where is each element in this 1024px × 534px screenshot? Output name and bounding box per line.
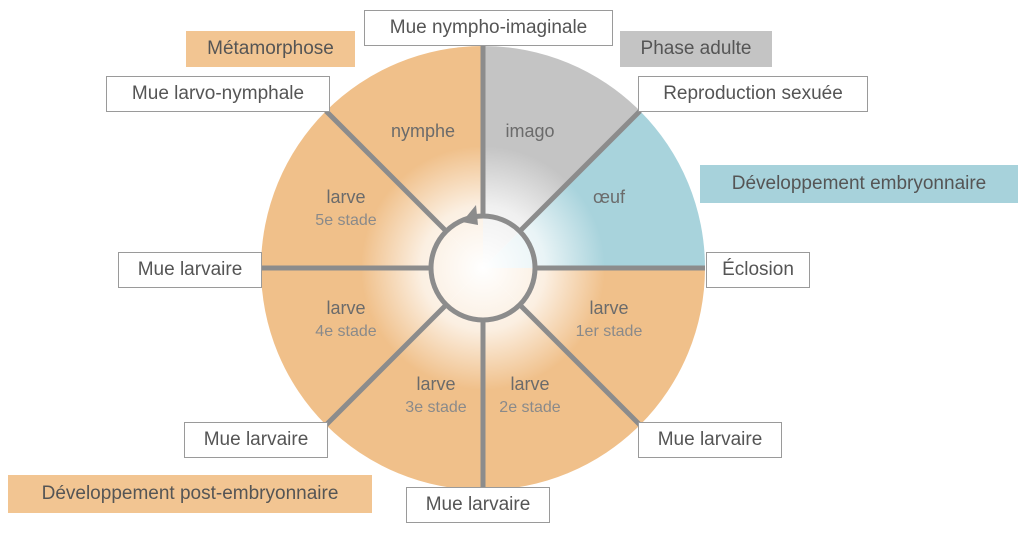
label-larve-3: larve xyxy=(416,374,455,394)
label-oeuf: œuf xyxy=(593,187,626,207)
event-mue-larvaire-bas-gauche: Mue larvaire xyxy=(184,422,328,458)
event-reproduction-sexuee: Reproduction sexuée xyxy=(638,76,868,112)
event-mue-larvo-nymphale: Mue larvo-nymphale xyxy=(106,76,330,112)
label-larve-2-stade: 2e stade xyxy=(499,399,560,416)
phase-adulte: Phase adulte xyxy=(620,31,772,67)
event-mue-larvaire-bas: Mue larvaire xyxy=(406,487,550,523)
label-imago: imago xyxy=(505,121,554,141)
label-larve-1: larve xyxy=(589,298,628,318)
label-larve-3-stade: 3e stade xyxy=(405,399,466,416)
phase-embryonnaire: Développement embryonnaire xyxy=(700,165,1018,203)
label-larve-4: larve xyxy=(326,298,365,318)
event-mue-nympho-imaginale: Mue nympho-imaginale xyxy=(364,10,613,46)
phase-metamorphose: Métamorphose xyxy=(186,31,355,67)
cycle-arrow-icon xyxy=(462,205,478,225)
phase-post-embryonnaire: Développement post-embryonnaire xyxy=(8,475,372,513)
label-larve-5: larve xyxy=(326,187,365,207)
event-mue-larvaire-gauche: Mue larvaire xyxy=(118,252,262,288)
cycle-ring xyxy=(428,213,538,323)
event-mue-larvaire-bas-droite: Mue larvaire xyxy=(638,422,782,458)
label-larve-2: larve xyxy=(510,374,549,394)
label-nymphe: nymphe xyxy=(391,121,455,141)
label-larve-4-stade: 4e stade xyxy=(315,323,376,340)
sector-dividers xyxy=(261,46,705,490)
label-larve-1-stade: 1er stade xyxy=(576,323,643,340)
event-eclosion: Éclosion xyxy=(706,252,810,288)
label-larve-5-stade: 5e stade xyxy=(315,212,376,229)
